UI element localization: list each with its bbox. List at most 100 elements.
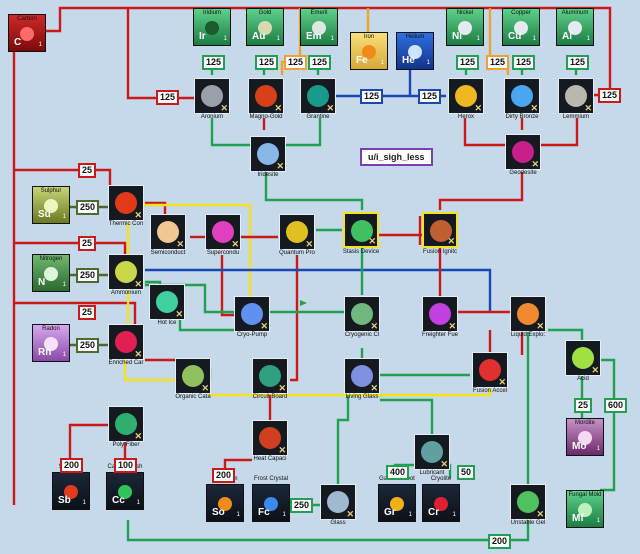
nickel-raw[interactable]: Nickel Ni 1	[446, 8, 484, 46]
poly-fiber-node[interactable]: ✕	[108, 406, 144, 442]
grantine-node[interactable]: ✕	[300, 78, 336, 114]
solanium-raw[interactable]: Solanium So 1	[206, 476, 244, 522]
lubricant-node[interactable]: ✕	[414, 434, 450, 470]
sulphur-icon	[44, 199, 58, 213]
author-tag: u/i_sigh_less	[360, 148, 433, 166]
helium-icon	[408, 45, 422, 59]
stasis-device-node[interactable]: ✕	[343, 212, 379, 248]
qty-carbon-thermic: 25	[78, 163, 97, 178]
frost-crystal-raw[interactable]: Frost Crystal Fc 1	[252, 476, 290, 522]
copper-raw[interactable]: Copper Cu 1	[502, 8, 540, 46]
craft-icon: ✕	[134, 279, 142, 289]
nitrogen-raw[interactable]: Nitrogen N 1	[32, 254, 70, 292]
gamma-root-raw[interactable]: Gamma Root Gr 1	[378, 476, 416, 522]
gold-icon	[258, 21, 272, 35]
gold-raw[interactable]: Gold Au 1	[246, 8, 284, 46]
lemmium-icon	[565, 85, 587, 107]
craft-icon: ✕	[346, 509, 354, 519]
ammonium-node[interactable]: ✕	[108, 254, 144, 290]
qty-radon: 250	[76, 338, 100, 353]
unstable-gel-node[interactable]: ✕	[510, 484, 546, 520]
herox-icon	[455, 85, 477, 107]
craft-icon: ✕	[440, 459, 448, 469]
carbon-raw[interactable]: Carbon C 1	[8, 14, 46, 52]
acid-node[interactable]: ✕	[565, 340, 601, 376]
fusion-ignitor-icon	[430, 220, 452, 242]
living-glass-label: Living Glass	[345, 394, 379, 400]
aronium-label: Aronium	[200, 114, 224, 120]
craft-icon: ✕	[220, 103, 228, 113]
radon-raw[interactable]: Radon Rn 1	[32, 324, 70, 362]
circuit-board-node[interactable]: ✕	[252, 358, 288, 394]
aronium-node[interactable]: ✕	[194, 78, 230, 114]
iridium-raw[interactable]: Iridium Ir 1	[193, 8, 231, 46]
craft-icon: ✕	[474, 103, 482, 113]
geodesite-icon	[512, 141, 534, 163]
geodesite-node[interactable]: ✕	[505, 134, 541, 170]
superconductor-node[interactable]: ✕	[205, 214, 241, 250]
craft-icon: ✕	[370, 383, 378, 393]
organic-catalyst-node[interactable]: ✕	[175, 358, 211, 394]
craft-icon: ✕	[584, 103, 592, 113]
nickel-icon	[458, 21, 472, 35]
organic-catalyst-icon	[182, 365, 204, 387]
liquid-explosive-node[interactable]: ✕	[510, 296, 546, 332]
qty-cryolite: 50	[457, 465, 476, 480]
fusion-ignitor-node[interactable]: ✕	[422, 212, 458, 248]
circuit-board-icon	[259, 365, 281, 387]
cryo-pump-node[interactable]: ✕	[234, 296, 270, 332]
cryogenic-chamber-node[interactable]: ✕	[344, 296, 380, 332]
dirty-bronze-icon	[511, 85, 533, 107]
organic-catalyst-label: Organic Cata	[175, 394, 211, 400]
qty-copper: 125	[512, 55, 536, 70]
freighter-fuel-node[interactable]: ✕	[422, 296, 458, 332]
herox-label: Herox	[457, 114, 474, 120]
unstable-gel-icon	[517, 491, 539, 513]
enriched-carbon-node[interactable]: ✕	[108, 324, 144, 360]
qty-iron-left: 125	[284, 55, 308, 70]
craft-icon: ✕	[201, 383, 209, 393]
thermic-condensate-node[interactable]: ✕	[108, 185, 144, 221]
liquid-explosive-icon	[517, 303, 539, 325]
iron-icon	[362, 45, 376, 59]
mordite-raw[interactable]: Mordite Mo 1	[566, 418, 604, 456]
craft-icon: ✕	[305, 239, 313, 249]
unstable-gel-label: Unstable Gel	[510, 520, 546, 526]
lemmium-node[interactable]: ✕	[558, 78, 594, 114]
iron-raw[interactable]: Iron Fe 1	[350, 32, 388, 70]
star-bulb-raw[interactable]: Star Bulb Sb 1	[52, 464, 90, 510]
qty-aluminum: 125	[566, 55, 590, 70]
aluminum-raw[interactable]: Aluminum Al 1	[556, 8, 594, 46]
quantum-processor-node[interactable]: ✕	[279, 214, 315, 250]
semiconductor-node[interactable]: ✕	[150, 214, 186, 250]
magno-gold-node[interactable]: ✕	[248, 78, 284, 114]
qty-star-bulb: 200	[60, 458, 84, 473]
glass-icon	[327, 491, 349, 513]
qty-carbon-ammonium: 25	[78, 236, 97, 251]
glass-node[interactable]: ✕	[320, 484, 356, 520]
lemmium-label: Lemmium	[562, 114, 590, 120]
acid-icon	[572, 347, 594, 369]
enriched-carbon-label: Enriched Car	[108, 360, 144, 366]
poly-fiber-label: Poly Fiber	[112, 442, 140, 448]
fusion-accelerant-node[interactable]: ✕	[472, 352, 508, 388]
herox-node[interactable]: ✕	[448, 78, 484, 114]
helium-raw[interactable]: Helium He 1	[396, 32, 434, 70]
cactus-flesh-icon	[118, 485, 132, 499]
living-glass-node[interactable]: ✕	[344, 358, 380, 394]
ammonium-label: Ammonium	[110, 290, 142, 296]
iridesite-node[interactable]: ✕	[250, 136, 286, 172]
lubricant-label: Lubricant	[419, 470, 445, 476]
qty-frost-crystal: 250	[290, 498, 314, 513]
fungal-mold-raw[interactable]: Fungal Mold Mf 1	[566, 490, 604, 528]
heat-capacitor-node[interactable]: ✕	[252, 420, 288, 456]
cactus-flesh-raw[interactable]: Cactus Flesh Cc 1	[106, 464, 144, 510]
craft-icon: ✕	[370, 321, 378, 331]
aluminum-icon	[568, 21, 582, 35]
emeril-raw[interactable]: Emeril Em 1	[300, 8, 338, 46]
dirty-bronze-node[interactable]: ✕	[504, 78, 540, 114]
craft-icon: ✕	[278, 383, 286, 393]
cryolite-raw[interactable]: Cryolite Cr 1	[422, 476, 460, 522]
sulphur-raw[interactable]: Sulphur Su 1	[32, 186, 70, 224]
hot-ice-node[interactable]: ✕	[149, 284, 185, 320]
